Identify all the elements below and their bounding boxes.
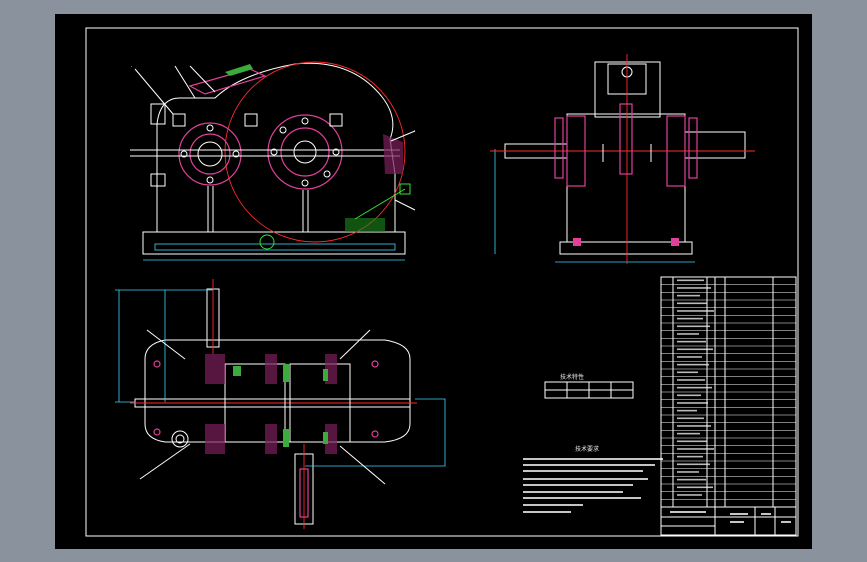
tech-characteristics-table: 技术特性 [544, 373, 634, 399]
parts-list-text-mark [677, 440, 707, 443]
parts-list-text-mark [677, 325, 710, 328]
side-view [490, 54, 755, 264]
drawing-sheet: · · [55, 14, 812, 549]
parts-list-text-mark [677, 478, 706, 481]
parts-list-text-mark [677, 340, 706, 343]
parts-list-text-mark [677, 471, 699, 473]
svg-text:·: · [413, 129, 416, 134]
tech-requirements-title: 技术要求 [575, 445, 599, 453]
parts-list-text-mark [677, 394, 701, 397]
parts-list-text-mark [677, 356, 702, 358]
parts-list-text-mark [677, 494, 702, 496]
parts-list-text-mark [677, 425, 711, 427]
parts-list-text-mark [677, 463, 710, 466]
top-view [115, 279, 446, 529]
parts-list-text-mark [677, 363, 709, 366]
parts-list-text-mark [677, 448, 714, 450]
inner-border [85, 27, 799, 537]
parts-list-text-mark [677, 310, 714, 312]
parts-list-text-mark [677, 302, 707, 305]
parts-list-text-mark [677, 294, 700, 297]
parts-list-text-mark [677, 333, 699, 335]
parts-list-text-mark [677, 317, 703, 320]
parts-list-text-mark [677, 455, 703, 458]
technical-requirements: 技术要求 [523, 445, 663, 513]
parts-list [660, 276, 797, 508]
parts-list-text-mark [677, 279, 704, 282]
parts-list-text-mark [677, 409, 697, 412]
parts-list-text-mark [677, 402, 708, 404]
parts-list-text-mark [677, 486, 713, 489]
parts-list-text-mark [677, 348, 713, 351]
parts-list-text-mark [677, 371, 698, 374]
front-view: · · [130, 61, 416, 261]
parts-list-text-mark [677, 432, 700, 435]
title-block [660, 506, 797, 536]
parts-list-text-mark [677, 417, 704, 420]
parts-list-text-mark [677, 287, 711, 289]
tech-table-title: 技术特性 [560, 373, 584, 381]
parts-list-text-mark [677, 386, 712, 389]
parts-list-text-mark [677, 379, 705, 381]
cad-drawing-canvas: · · [85, 27, 799, 537]
svg-text:·: · [130, 65, 133, 70]
